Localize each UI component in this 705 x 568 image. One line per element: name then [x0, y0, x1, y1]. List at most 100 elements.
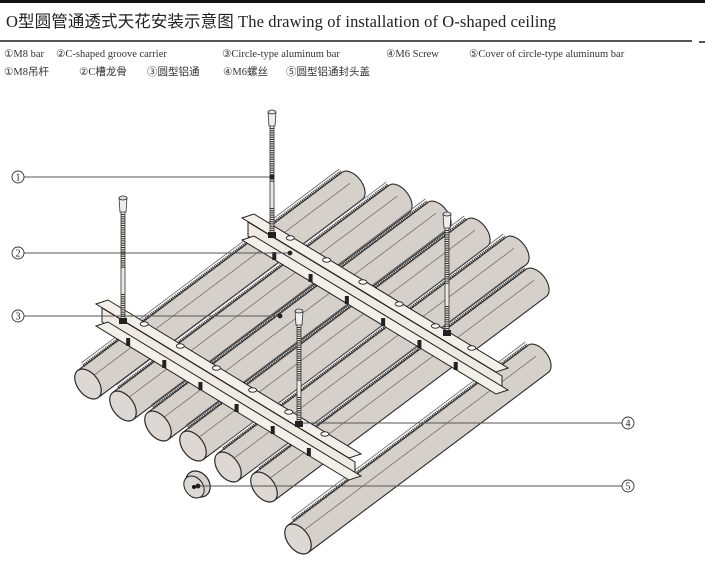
- legend-item-m8-bar-cn: ①M8吊杆: [4, 64, 49, 79]
- carrier-hole: [322, 257, 332, 263]
- m8-rod-2: [118, 195, 128, 324]
- c-carrier-back: [240, 213, 510, 395]
- legend-number: ①: [4, 49, 14, 60]
- m6-screw: [453, 362, 458, 370]
- carrier-bottom-flange: [94, 321, 363, 481]
- tube-body: [287, 343, 552, 554]
- carrier-hole: [394, 301, 404, 307]
- callout-4: 4: [297, 416, 635, 430]
- callout-number: 2: [16, 249, 21, 260]
- legend-item-c-carrier: ②C-shaped groove carrier: [56, 48, 167, 60]
- carrier-hole: [175, 343, 185, 349]
- leader-dot: [297, 420, 303, 426]
- legend-label: M6螺丝: [232, 67, 269, 78]
- m6-screw: [198, 382, 203, 390]
- legend-label: 圆型铝通: [157, 67, 200, 78]
- carrier-hole: [284, 409, 294, 415]
- tube-groove: [82, 170, 343, 367]
- legend-number: ④: [386, 49, 396, 60]
- legend-label: 圆型铝通封头盖: [296, 67, 371, 78]
- legend-label: Circle-type aluminum bar: [231, 49, 340, 60]
- legend-number: ③: [222, 49, 232, 60]
- rod-nut: [268, 232, 276, 238]
- tube-end: [109, 390, 137, 422]
- carrier-top-flange: [240, 213, 510, 373]
- callout-circle: [11, 170, 25, 184]
- legend-item-aluminum-bar-cn: ③圆型铝通: [147, 64, 200, 79]
- top-rule: [0, 0, 705, 3]
- legend-label: M6 Screw: [395, 49, 439, 60]
- rod-anchor-top: [294, 308, 304, 314]
- carrier-hole: [467, 345, 477, 351]
- legend-item-m6-screw-cn: ④M6螺丝: [223, 64, 268, 79]
- m8-rod-1: [267, 109, 277, 238]
- m6-screw: [344, 296, 349, 304]
- tube-line: [85, 183, 351, 382]
- legend-item-cover-cn: ⑤圆型铝通封头盖: [286, 64, 370, 79]
- callout-circle: [621, 416, 635, 430]
- m6-screw: [381, 318, 386, 326]
- legend-label: C槽龙骨: [88, 67, 127, 78]
- callouts: 1 2 3 4 5: [11, 170, 635, 493]
- carrier-hole: [358, 279, 368, 285]
- legend-item-m6-screw: ④M6 Screw: [386, 48, 439, 60]
- tube-end: [250, 471, 278, 503]
- legend-number: ③: [147, 67, 158, 78]
- legend-number: ⑤: [469, 49, 479, 60]
- callout-number: 3: [16, 312, 21, 323]
- rod-anchor-top: [442, 211, 452, 217]
- c-groove-carriers: [94, 213, 510, 481]
- m6-screw: [126, 338, 131, 346]
- m8-rod-3: [442, 211, 452, 336]
- callout-circle: [11, 246, 25, 260]
- tube-end: [179, 430, 207, 462]
- legend-label: Cover of circle-type aluminum bar: [478, 49, 625, 60]
- m6-screw: [234, 404, 239, 412]
- legend-number: ④: [223, 67, 233, 78]
- carrier-hole: [248, 387, 258, 393]
- carrier-hole: [430, 323, 440, 329]
- tube-end: [144, 410, 172, 442]
- legend-item-cover: ⑤Cover of circle-type aluminum bar: [469, 48, 624, 60]
- carrier-hole: [285, 235, 295, 241]
- callout-number: 1: [16, 173, 21, 184]
- c-carrier-front: [94, 299, 363, 481]
- callout-3: 3: [11, 309, 283, 323]
- m6-screw: [272, 252, 277, 260]
- tube-end: [214, 451, 242, 483]
- m6-screw: [162, 360, 167, 368]
- legend-number: ①: [4, 67, 14, 78]
- title-divider-tick: [699, 41, 705, 43]
- legend-number: ⑤: [286, 67, 297, 78]
- leader-dot: [287, 250, 293, 256]
- page-title: O型圆管通透式天花安装示意图 The drawing of installati…: [6, 12, 557, 31]
- leader-dot: [277, 313, 283, 319]
- callout-number: 4: [626, 419, 631, 430]
- carrier-hole: [320, 431, 330, 437]
- legend-label: M8吊杆: [13, 67, 50, 78]
- carrier-bottom-flange: [240, 235, 510, 395]
- carrier-top-flange: [94, 299, 363, 459]
- callout-number: 5: [626, 482, 631, 493]
- rod-nut: [443, 330, 451, 336]
- tube-groove: [258, 267, 527, 470]
- rod-anchor-top: [118, 195, 128, 201]
- callout-circle: [621, 479, 635, 493]
- carrier-hole: [139, 321, 149, 327]
- rod-nut: [119, 318, 127, 324]
- legend-label: M8 bar: [13, 49, 45, 60]
- leader-dot: [269, 174, 275, 180]
- legend-number: ②: [56, 49, 66, 60]
- m6-screw: [417, 340, 422, 348]
- legend-item-c-carrier-cn: ②C槽龙骨: [79, 64, 127, 79]
- m6-screw: [308, 274, 313, 282]
- callout-1: 1: [11, 170, 275, 184]
- aluminum-tube-loose: [284, 341, 552, 555]
- tube-end: [74, 368, 102, 400]
- rod-anchor-top: [267, 109, 277, 115]
- callout-2: 2: [11, 246, 293, 260]
- title-divider: [0, 40, 692, 42]
- carrier-hole: [211, 365, 221, 371]
- legend-number: ②: [79, 67, 89, 78]
